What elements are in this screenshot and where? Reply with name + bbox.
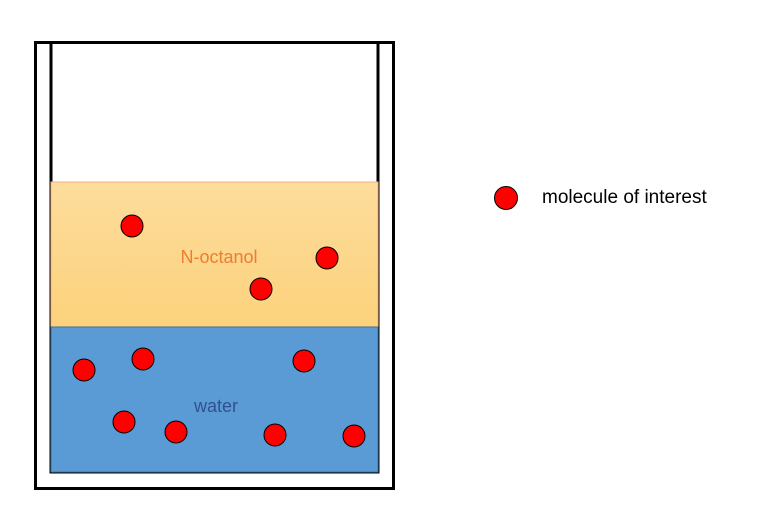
molecule-water-3 (292, 349, 316, 373)
molecule-water-5 (164, 420, 188, 444)
water-label: water (193, 396, 238, 416)
molecule-legend-marker (494, 186, 518, 210)
molecules-group (72, 214, 366, 448)
molecule-water-2 (131, 347, 155, 371)
water-layer (50, 326, 379, 473)
molecule-octanol-3 (249, 277, 273, 301)
molecule-water-1 (72, 358, 96, 382)
octanol-label: N-octanol (180, 247, 257, 267)
molecule-octanol-1 (120, 214, 144, 238)
molecule-octanol-2 (315, 246, 339, 270)
legend-label: molecule of interest (542, 187, 707, 208)
legend: molecule of interest (494, 186, 707, 210)
molecule-water-6 (263, 423, 287, 447)
beaker-outer-wall (34, 41, 395, 490)
molecule-water-4 (112, 410, 136, 434)
molecule-water-7 (342, 424, 366, 448)
